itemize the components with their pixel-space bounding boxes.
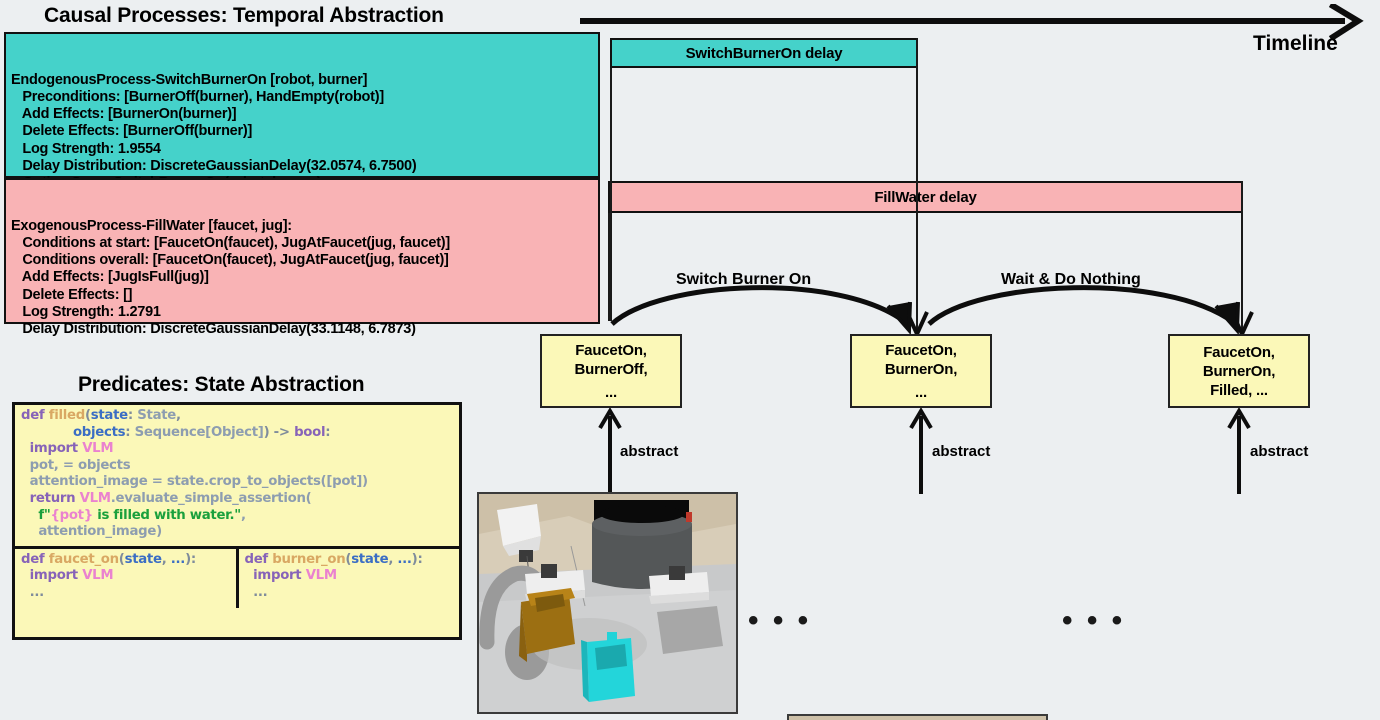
state-2-line-2: BurnerOn, [884, 360, 958, 378]
state-box-1: FaucetOn, BurnerOff, ... [540, 334, 682, 408]
abstract-label-1: abstract [620, 443, 679, 460]
timeline-axis [580, 4, 1364, 40]
abstract-arrow-1 [598, 408, 622, 494]
endogenous-process-box: EndogenousProcess-SwitchBurnerOn [robot,… [4, 32, 600, 191]
exogenous-process-text: ExogenousProcess-FillWater [faucet, jug]… [11, 217, 450, 338]
abstract-label-2: abstract [932, 443, 991, 460]
state-1-line-1: FaucetOn, [575, 341, 647, 359]
transition-2-label: Wait & Do Nothing [1001, 271, 1141, 288]
predicates-title: Predicates: State Abstraction [78, 373, 365, 396]
state-1-line-3: ... [605, 383, 617, 401]
code-secondary-row: def faucet_on(state, ...): import VLM ..… [15, 545, 460, 608]
causal-processes-title: Causal Processes: Temporal Abstraction [44, 4, 444, 27]
transition-arrow-2 [927, 285, 1240, 336]
switchburneron-delay-bar: SwitchBurnerOn delay [610, 38, 918, 68]
fillwater-end-line [1241, 181, 1243, 334]
switchburneron-start-line [610, 68, 612, 321]
abstract-label-3: abstract [1250, 443, 1309, 460]
state-1-line-2: BurnerOff, [574, 360, 648, 378]
predicates-code-block: def filled(state: State, objects: Sequen… [12, 402, 462, 640]
state-3-line-2: BurnerOn, [1202, 362, 1276, 380]
state-3-line-3: Filled, ... [1210, 381, 1268, 399]
scene-image-2 [787, 714, 1048, 720]
scene-ellipsis-1: • • • [748, 604, 812, 637]
state-box-3: FaucetOn, BurnerOn, Filled, ... [1168, 334, 1310, 408]
fillwater-start-line [608, 213, 610, 321]
state-2-line-3: ... [915, 383, 927, 401]
scene-ellipsis-2: • • • [1062, 604, 1126, 637]
code-faucet-on-definition: def faucet_on(state, ...): import VLM ..… [21, 551, 196, 600]
transition-arrow-1 [610, 285, 912, 336]
transition-1-label: Switch Burner On [676, 271, 812, 288]
fillwater-delay-bar: FillWater delay [608, 181, 1243, 213]
timeline-label: Timeline [1253, 32, 1338, 55]
scene-image-1 [477, 492, 738, 714]
exogenous-process-box: ExogenousProcess-FillWater [faucet, jug]… [4, 178, 600, 337]
state-2-line-1: FaucetOn, [885, 341, 957, 359]
state-3-line-1: FaucetOn, [1203, 343, 1275, 361]
code-burner-on-definition: def burner_on(state, ...): import VLM ..… [235, 548, 460, 608]
switchburneron-end-line [916, 38, 918, 334]
abstract-arrow-3 [1227, 408, 1251, 494]
fillwater-delay-label: FillWater delay [874, 188, 977, 206]
scene-1-render [479, 494, 736, 712]
endogenous-process-text: EndogenousProcess-SwitchBurnerOn [robot,… [11, 71, 417, 192]
switchburneron-delay-label: SwitchBurnerOn delay [685, 44, 843, 62]
state-box-2: FaucetOn, BurnerOn, ... [850, 334, 992, 408]
abstract-arrow-2 [909, 408, 933, 494]
scene-2-render [789, 716, 1046, 720]
code-filled-definition: def filled(state: State, objects: Sequen… [21, 408, 368, 540]
